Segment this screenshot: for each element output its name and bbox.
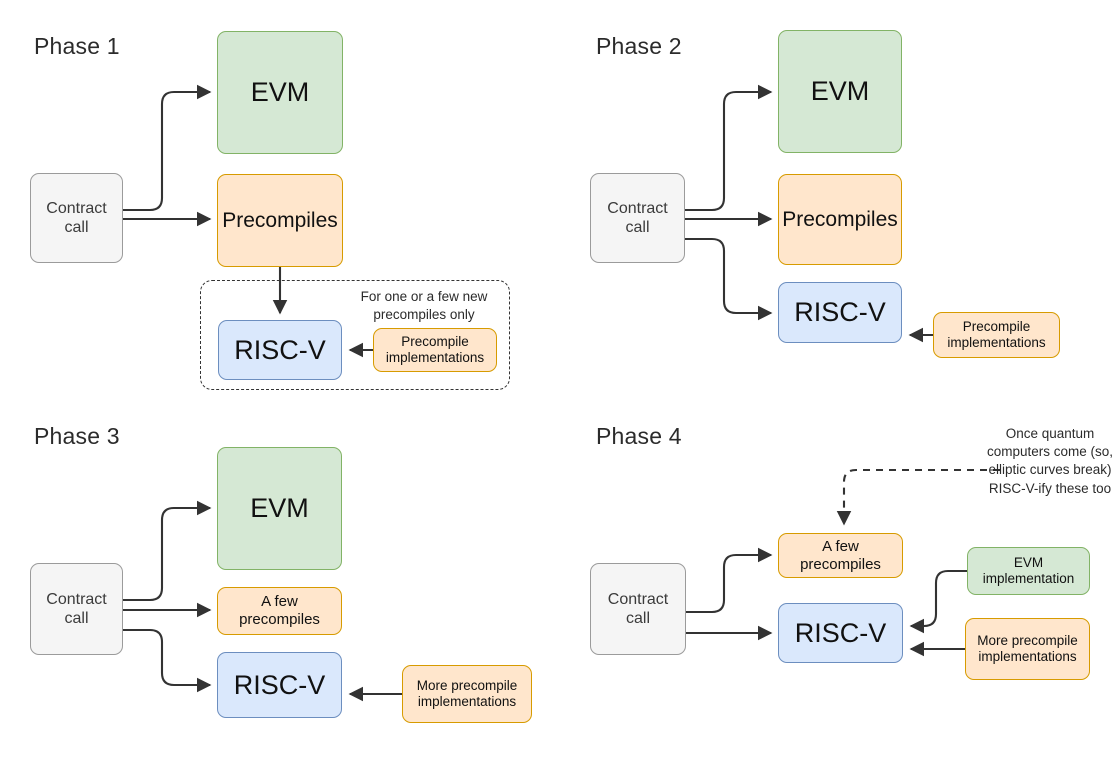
- node-label: EVM: [810, 76, 870, 107]
- node-label: EVM implementation: [982, 554, 1075, 586]
- phase-1-riscv-node[interactable]: RISC-V: [218, 320, 342, 380]
- node-label: Contract call: [607, 199, 668, 236]
- node-label: Precompile implementations: [385, 333, 485, 365]
- arrow-p3-call-to-evm: [123, 500, 212, 602]
- phase-3-a-few-precompiles-node[interactable]: A few precompiles: [217, 587, 342, 635]
- phase-4-note: Once quantum computers come (so, ellipti…: [986, 426, 1114, 496]
- phase-2-precompile-implementations-node[interactable]: Precompile implementations: [933, 312, 1060, 358]
- node-label: Contract call: [607, 590, 669, 627]
- node-label: Contract call: [46, 199, 107, 236]
- phase-4-a-few-precompiles-node[interactable]: A few precompiles: [778, 533, 903, 578]
- phase-1-label: Phase 1: [34, 33, 120, 59]
- node-label: RISC-V: [234, 334, 326, 365]
- phase-3-evm-node[interactable]: EVM: [217, 447, 342, 570]
- arrow-p4-call-to-precompiles: [686, 547, 773, 614]
- phase-4-evm-implementation-node[interactable]: EVM implementation: [967, 547, 1090, 595]
- phase-2-precompiles-node[interactable]: Precompiles: [778, 174, 902, 265]
- arrow-p3-call-to-riscv: [123, 628, 212, 693]
- node-label: More precompile implementations: [416, 677, 518, 709]
- node-label: A few precompiles: [239, 593, 320, 628]
- node-label: Precompile implementations: [947, 318, 1046, 350]
- arrow-p1-call-to-evm: [123, 84, 212, 212]
- node-label: Precompiles: [222, 208, 338, 232]
- phase-1-precompile-implementations-node[interactable]: Precompile implementations: [373, 328, 497, 372]
- phase-3-contract-call-node[interactable]: Contract call: [30, 563, 123, 655]
- node-label: Precompiles: [782, 207, 898, 231]
- phase-2-riscv-node[interactable]: RISC-V: [778, 282, 902, 343]
- node-label: A few precompiles: [800, 537, 881, 573]
- node-label: Contract call: [46, 590, 107, 627]
- phase-1-evm-node[interactable]: EVM: [217, 31, 343, 154]
- phase-1-dashed-group: [200, 280, 510, 390]
- arrow-p4-note-to-precompiles: [836, 468, 1000, 526]
- phase-4-more-precompile-implementations-node[interactable]: More precompile implementations: [965, 618, 1090, 680]
- phase-3-label: Phase 3: [34, 423, 120, 449]
- phase-1-contract-call-node[interactable]: Contract call: [30, 173, 123, 263]
- node-label: EVM: [250, 77, 310, 108]
- node-label: RISC-V: [794, 617, 887, 648]
- phase-1-precompiles-node[interactable]: Precompiles: [217, 174, 343, 267]
- phase-2-contract-call-node[interactable]: Contract call: [590, 173, 685, 263]
- arrow-p2-call-to-riscv: [685, 237, 773, 321]
- node-label: RISC-V: [794, 297, 886, 328]
- phase-4-riscv-node[interactable]: RISC-V: [778, 603, 903, 663]
- node-label: More precompile implementations: [977, 632, 1078, 664]
- phase-2-evm-node[interactable]: EVM: [778, 30, 902, 153]
- phase-3-riscv-node[interactable]: RISC-V: [217, 652, 342, 718]
- node-label: RISC-V: [233, 669, 326, 700]
- arrow-p2-call-to-evm: [685, 84, 773, 212]
- phase-4-contract-call-node[interactable]: Contract call: [590, 563, 686, 655]
- phase-1-note: For one or a few new precompiles only: [360, 289, 488, 323]
- phase-4-label: Phase 4: [596, 423, 682, 449]
- arrow-p4-evmimpl-to-riscv: [909, 569, 967, 634]
- phase-2-label: Phase 2: [596, 33, 682, 59]
- node-label: EVM: [250, 493, 309, 524]
- phase-3-more-precompile-implementations-node[interactable]: More precompile implementations: [402, 665, 532, 723]
